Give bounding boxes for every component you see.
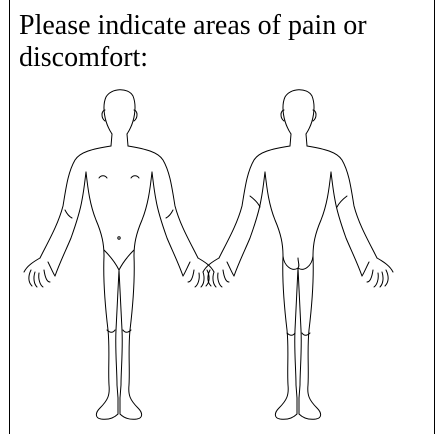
- back-body-outline-icon[interactable]: [203, 90, 393, 420]
- front-body-outline-icon[interactable]: [24, 90, 214, 420]
